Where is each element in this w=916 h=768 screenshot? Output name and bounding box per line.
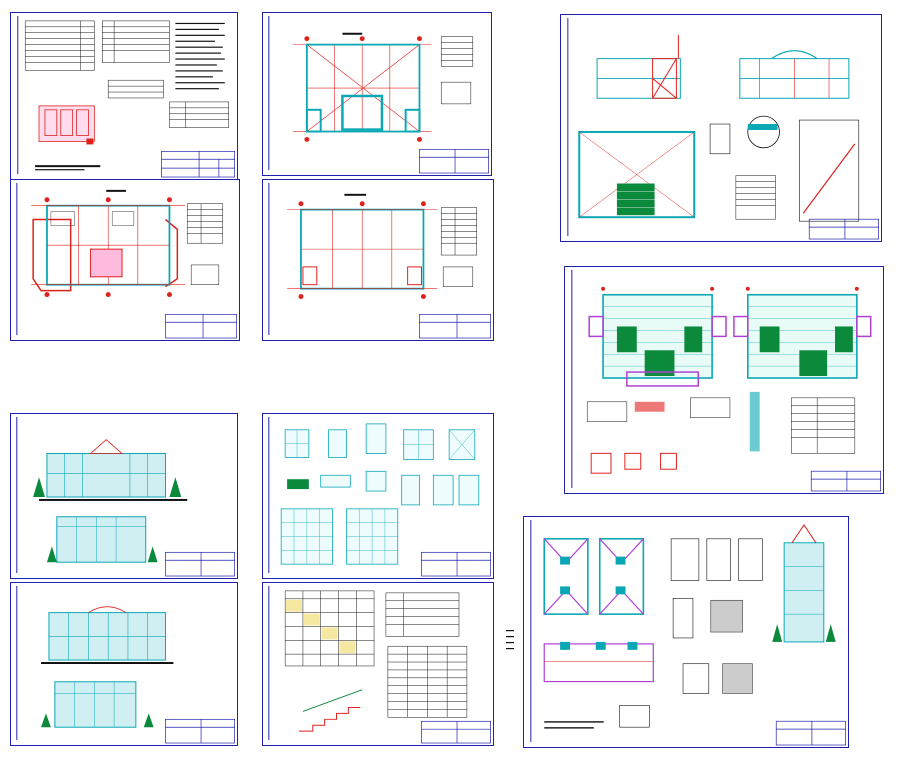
sheet-graphic	[17, 15, 236, 178]
sheet-graphic	[16, 182, 237, 339]
drawing-sheet-facades-1[interactable]	[10, 413, 238, 579]
sheet-graphic	[530, 519, 846, 746]
drawing-sheet-foundation-plan[interactable]	[262, 12, 492, 176]
sheet-graphic	[16, 585, 235, 744]
sheet-graphic	[268, 15, 489, 174]
sheet-graphic	[268, 585, 491, 744]
sheet-graphic	[571, 269, 881, 492]
margin-note	[506, 630, 514, 650]
drawing-sheet-first-floor-plan[interactable]	[10, 179, 240, 341]
drawing-sheet-construction-nodes[interactable]	[523, 516, 849, 748]
drawing-sheet-facades-2[interactable]	[10, 582, 238, 746]
drawing-sheet-sections[interactable]	[560, 14, 882, 242]
drawing-sheet-specifications[interactable]	[262, 582, 494, 746]
sheet-graphic	[567, 17, 879, 240]
drawing-sheet-floor-structure-plans[interactable]	[564, 266, 884, 494]
drawing-sheet-general-data[interactable]	[10, 12, 238, 180]
drawing-sheet-window-door-details[interactable]	[262, 413, 494, 579]
drawing-sheet-second-floor-plan[interactable]	[262, 179, 494, 341]
sheet-graphic	[268, 416, 491, 577]
sheet-graphic	[16, 416, 235, 577]
sheet-graphic	[268, 182, 491, 339]
